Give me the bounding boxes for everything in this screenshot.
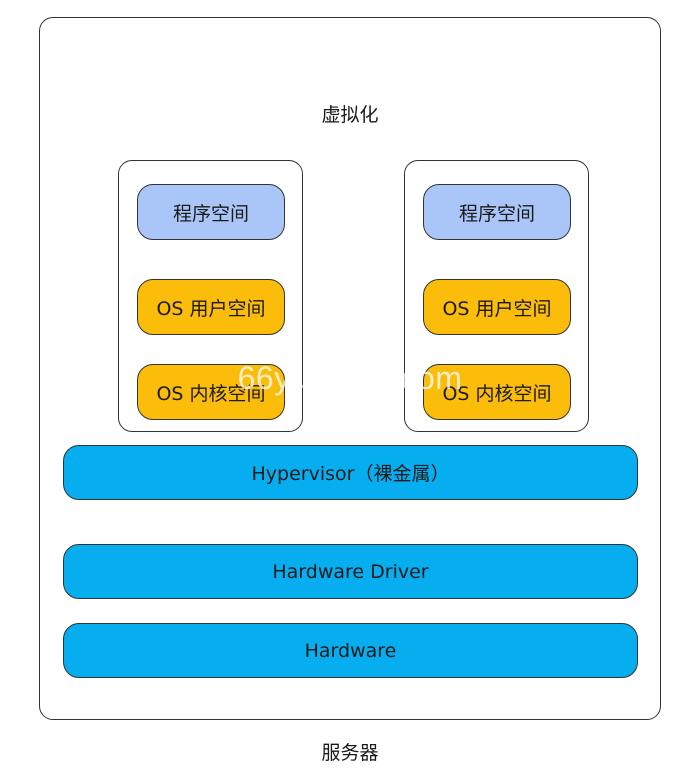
os-kernel-space-box: OS 内核空间 <box>137 364 285 420</box>
os-kernel-space-box: OS 内核空间 <box>423 364 571 420</box>
hypervisor-layer: Hypervisor（裸金属） <box>63 445 638 500</box>
hardware-driver-layer: Hardware Driver <box>63 544 638 599</box>
os-user-space-box: OS 用户空间 <box>423 279 571 335</box>
hardware-layer: Hardware <box>63 623 638 678</box>
os-user-space-box: OS 用户空间 <box>137 279 285 335</box>
app-space-box: 程序空间 <box>137 184 285 240</box>
app-space-box: 程序空间 <box>423 184 571 240</box>
vm-box-right: 程序空间 OS 用户空间 OS 内核空间 <box>404 160 589 432</box>
vm-box-left: 程序空间 OS 用户空间 OS 内核空间 <box>118 160 303 432</box>
virtualization-label: 虚拟化 <box>321 104 379 126</box>
server-label: 服务器 <box>321 742 379 764</box>
